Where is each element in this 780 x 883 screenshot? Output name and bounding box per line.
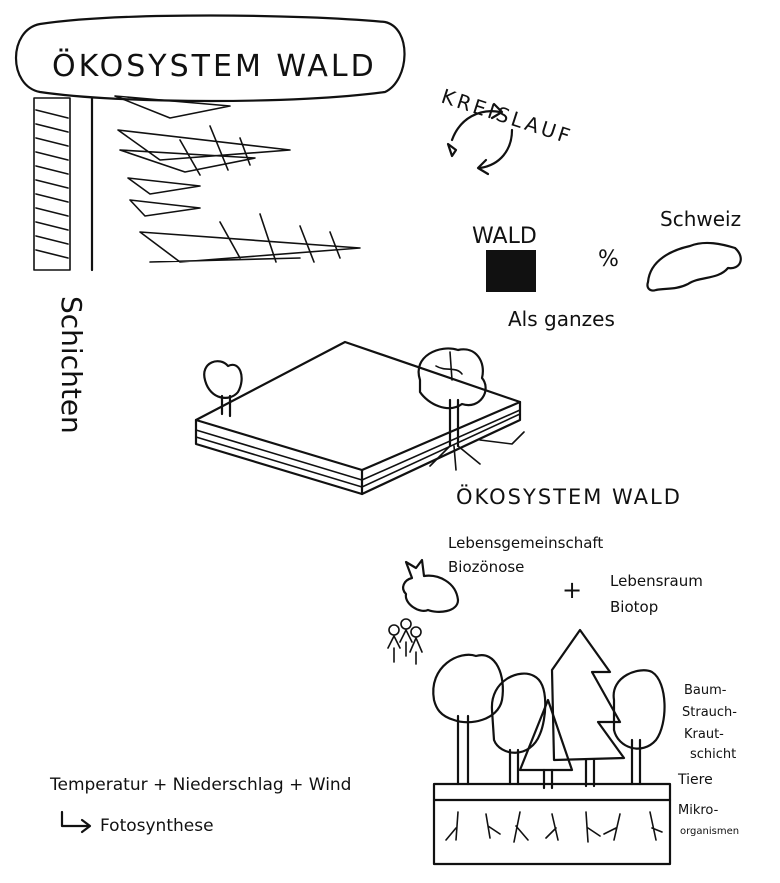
forest-label: WALD — [472, 224, 537, 249]
forest-slab — [194, 340, 522, 496]
title-bubble — [14, 14, 406, 103]
percent-sign: % — [598, 247, 619, 272]
layers-strip — [33, 96, 94, 272]
habitat-line2: Biotop — [610, 598, 658, 616]
cycle-label: KREISLAUF — [438, 84, 575, 149]
strata-line1: Baum- — [684, 683, 727, 698]
habitat-line1: Lebensraum — [610, 572, 703, 590]
as-whole-label: Als ganzes — [508, 307, 615, 331]
strata-line4: schicht — [690, 747, 736, 762]
plus-sign: + — [562, 576, 582, 604]
factors-text: Temperatur + Niederschlag + Wind — [49, 775, 351, 795]
forest-layers-diagram — [432, 628, 672, 866]
result-arrow-icon — [60, 810, 92, 834]
cycle-arrows-icon — [446, 102, 514, 176]
result-text: Fotosynthese — [100, 816, 214, 836]
community-line2: Biozönose — [448, 558, 524, 576]
switzerland-map-icon — [646, 241, 742, 292]
title: ÖKOSYSTEM WALD — [52, 48, 377, 84]
rabbit-icon — [402, 558, 460, 613]
micro-line1: Mikro- — [678, 803, 719, 818]
strata-line3: Kraut- — [684, 727, 724, 742]
animals-label: Tiere — [677, 772, 713, 788]
people-group-icon — [387, 618, 423, 665]
ecosystem-heading: ÖKOSYSTEM WALD — [456, 484, 682, 509]
layers-label: Schichten — [55, 296, 88, 434]
micro-line2: organismen — [680, 826, 739, 837]
strata-line2: Strauch- — [682, 705, 737, 720]
community-line1: Lebensgemeinschaft — [448, 534, 603, 552]
small-tree-icon — [203, 360, 243, 418]
big-tree-with-roots-icon — [417, 347, 525, 471]
layer-shapes — [114, 95, 361, 263]
country-label: Schweiz — [660, 207, 741, 231]
forest-block — [486, 250, 536, 292]
